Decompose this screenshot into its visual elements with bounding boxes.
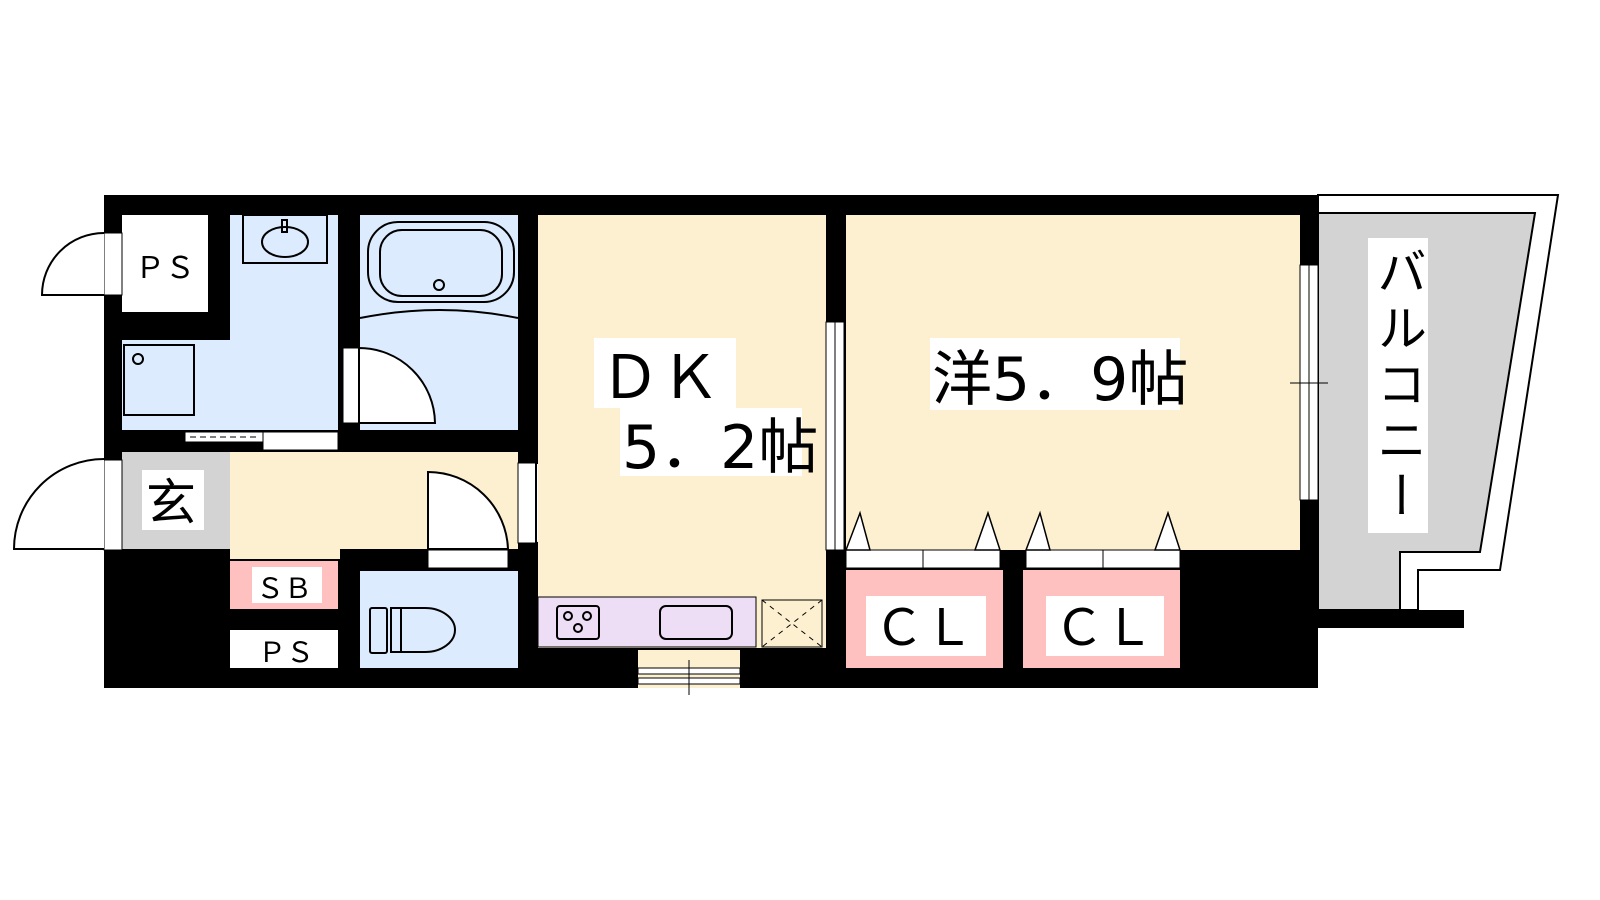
washroom — [122, 214, 339, 451]
shoe-box-label: ＳＢ — [256, 572, 312, 605]
dk-label: ＤＫ — [600, 343, 720, 413]
bathroom — [342, 215, 519, 430]
ps-bottom-label: ＰＳ — [258, 636, 314, 669]
ps-top-label: ＰＳ — [135, 251, 195, 286]
closet-2: ＣＬ — [1023, 570, 1180, 668]
western-label: 洋5．9帖 — [932, 345, 1188, 415]
closet-1: ＣＬ — [846, 570, 1003, 668]
entrance: 玄 — [12, 232, 230, 551]
toilet — [360, 571, 518, 668]
closet-2-label: ＣＬ — [1054, 599, 1154, 657]
balcony-label: バルコニー — [1368, 238, 1428, 533]
entrance-label: 玄 — [146, 474, 196, 532]
balcony — [1317, 194, 1560, 628]
dk-size-label: 5．2帖 — [622, 413, 818, 483]
sink-icon — [659, 605, 733, 640]
ps-bottom — [230, 630, 338, 668]
closet-1-label: ＣＬ — [874, 599, 974, 657]
western-room: 洋5．9帖 — [844, 215, 1328, 569]
dining-kitchen: ＤＫ 5．2帖 — [537, 215, 845, 695]
stove-icon — [556, 605, 600, 640]
ps-top — [122, 215, 208, 312]
